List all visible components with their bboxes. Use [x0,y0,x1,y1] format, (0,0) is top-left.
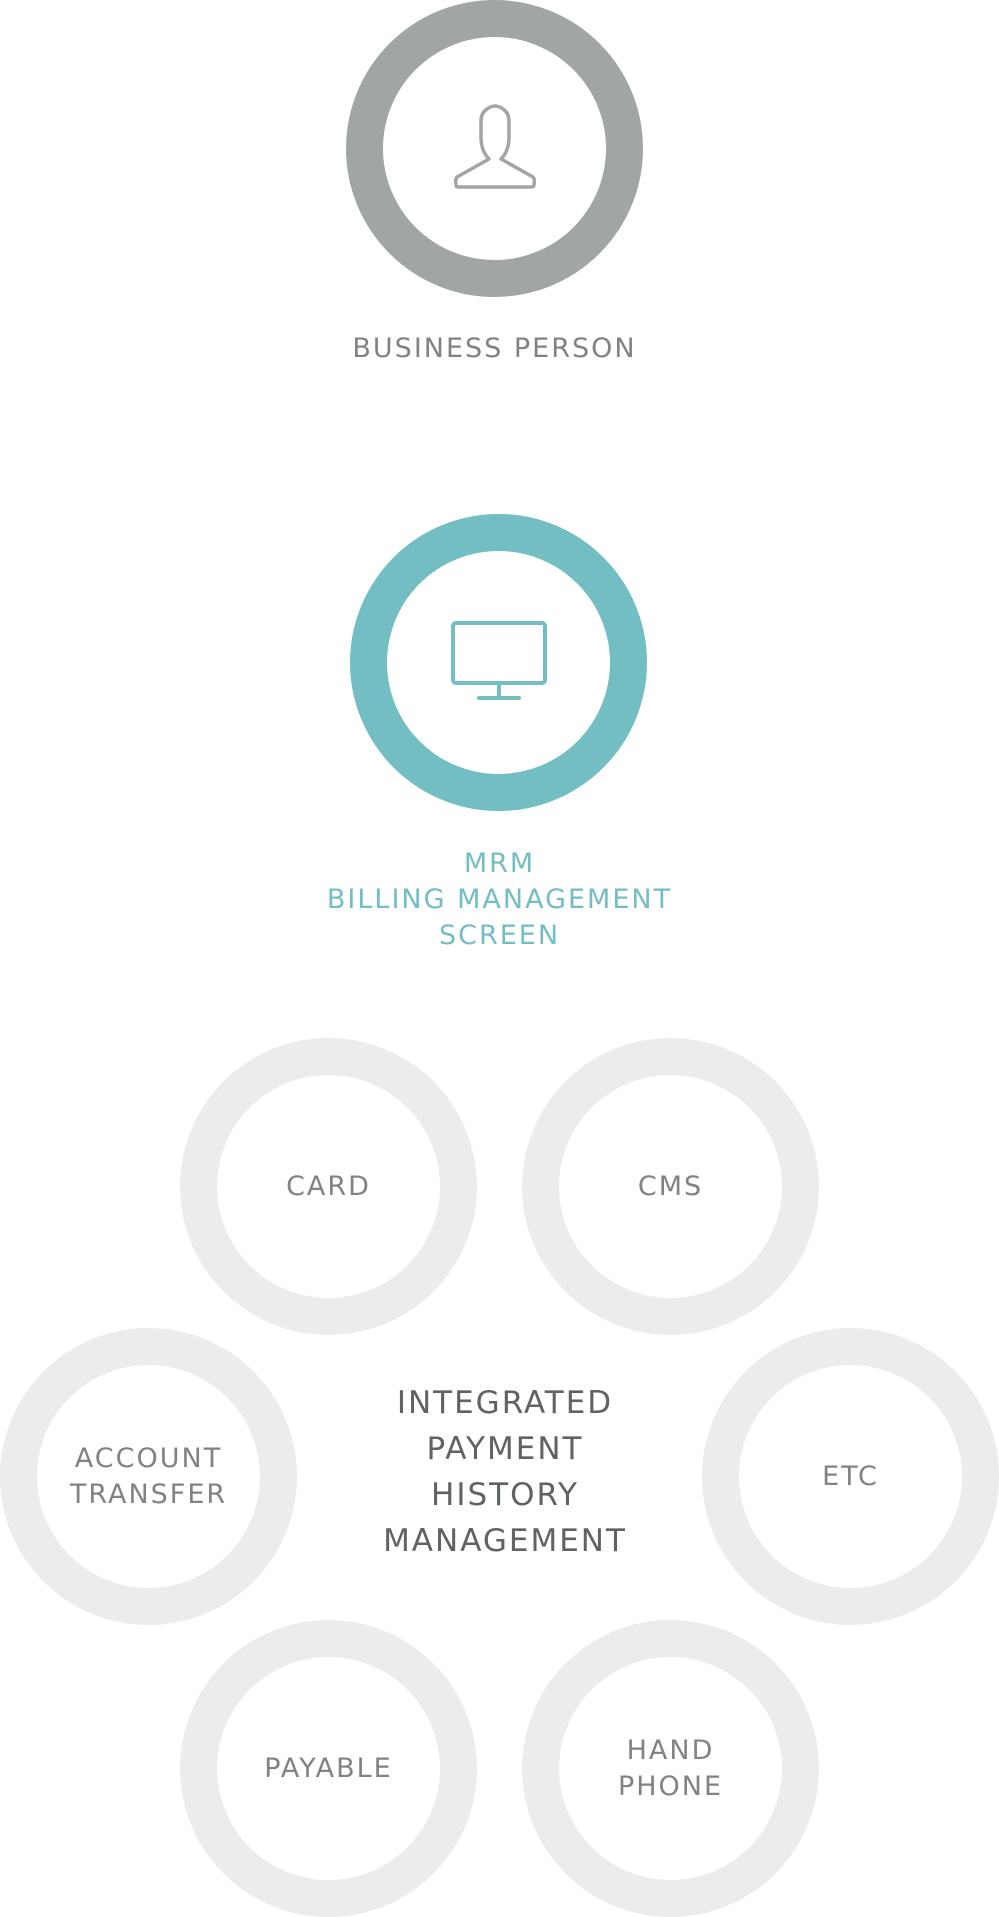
mrm-node [350,514,647,811]
business-person-node [346,0,643,297]
card-node: CARD [180,1038,477,1335]
monitor-icon [449,620,549,705]
hand-phone-label: HAND PHONE [617,1734,724,1802]
payable-node: PAYABLE [180,1620,477,1917]
cms-label: CMS [637,1170,704,1202]
card-label: CARD [286,1170,371,1202]
etc-label: ETC [822,1460,879,1492]
integrated-payment-history-label: INTEGRATED PAYMENT HISTORY MANAGEMENT [383,1385,627,1559]
mrm-label: MRM BILLING MANAGEMENT SCREEN [326,848,673,951]
cms-node: CMS [522,1038,819,1335]
hand-phone-node: HAND PHONE [522,1620,819,1917]
business-person-label: BUSINESS PERSON [352,333,637,364]
account-transfer-label: ACCOUNT TRANSFER [69,1442,228,1510]
etc-node: ETC [702,1328,999,1625]
user-icon [445,99,545,199]
account-transfer-node: ACCOUNT TRANSFER [0,1328,297,1625]
payable-label: PAYABLE [264,1752,393,1784]
